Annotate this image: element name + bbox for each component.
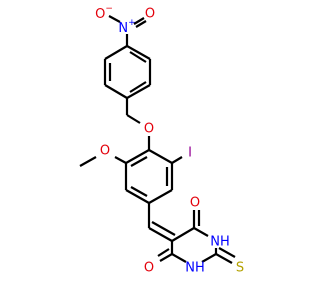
bond-ch2-o [126, 114, 141, 124]
atom-o-nitro: O [145, 7, 155, 22]
atom-o-minus: O− [95, 4, 113, 22]
atom-iodine: I [188, 146, 192, 161]
bond-ring1-inner-2 [129, 81, 147, 93]
bond-ring1-a [104, 45, 128, 60]
molecule-structure: O− N+ O O O I O NH NH O S [79, 4, 244, 276]
bond-n-o-minus [108, 15, 121, 23]
atom-o-ether: O [144, 122, 154, 137]
atom-o-bottom: O [144, 261, 154, 276]
atom-sulfur: S [236, 261, 244, 276]
bond-ring2-d [148, 189, 173, 204]
bond-ring2-a [125, 149, 150, 164]
atom-o-methoxy: O [100, 144, 110, 159]
bond-c6-o-bottom-double [157, 248, 170, 257]
bond-o-methyl [79, 156, 97, 167]
bond-ring1-inner-3 [129, 51, 147, 63]
atom-nh-bottom: NH [185, 261, 205, 276]
bond-n1-c6 [171, 253, 187, 263]
bond-c5-c4 [171, 227, 195, 242]
bond-ring1-f [126, 45, 151, 60]
bond-c2-n1 [201, 253, 217, 263]
atom-n-nitro-charge: + [128, 18, 136, 28]
atom-n-nitro: N+ [118, 18, 135, 36]
bond-layer [79, 15, 236, 264]
bond-n-o-double-2 [135, 20, 147, 28]
atom-o-minus-charge: − [105, 4, 113, 14]
atom-o-minus-symbol: O [95, 7, 105, 22]
atom-o-top: O [190, 196, 200, 211]
bond-c4-n3 [193, 227, 209, 237]
bond-ring2-o-methoxy [114, 156, 127, 164]
bond-n-o-double [133, 17, 145, 25]
bond-ring2-iodine [171, 156, 183, 164]
bond-ch-c5-double [151, 221, 176, 236]
atom-n-nitro-symbol: N [118, 21, 128, 36]
bond-c2-s [215, 253, 233, 264]
bond-ring2-inner-2 [130, 186, 148, 197]
bond-c6-o-bottom [159, 253, 173, 262]
bond-ring2-f [148, 149, 173, 164]
atom-label-layer: O− N+ O O O I O NH NH O S [95, 4, 244, 276]
bond-ring1-d [126, 84, 151, 99]
atom-nh-right: NH [210, 235, 230, 250]
bond-ring1-c [104, 84, 128, 99]
bond-c2-s-double [218, 247, 236, 258]
bond-ch-c5 [148, 227, 173, 242]
bond-ring2-inner-1 [130, 156, 148, 167]
bond-ring2-c [125, 189, 150, 204]
